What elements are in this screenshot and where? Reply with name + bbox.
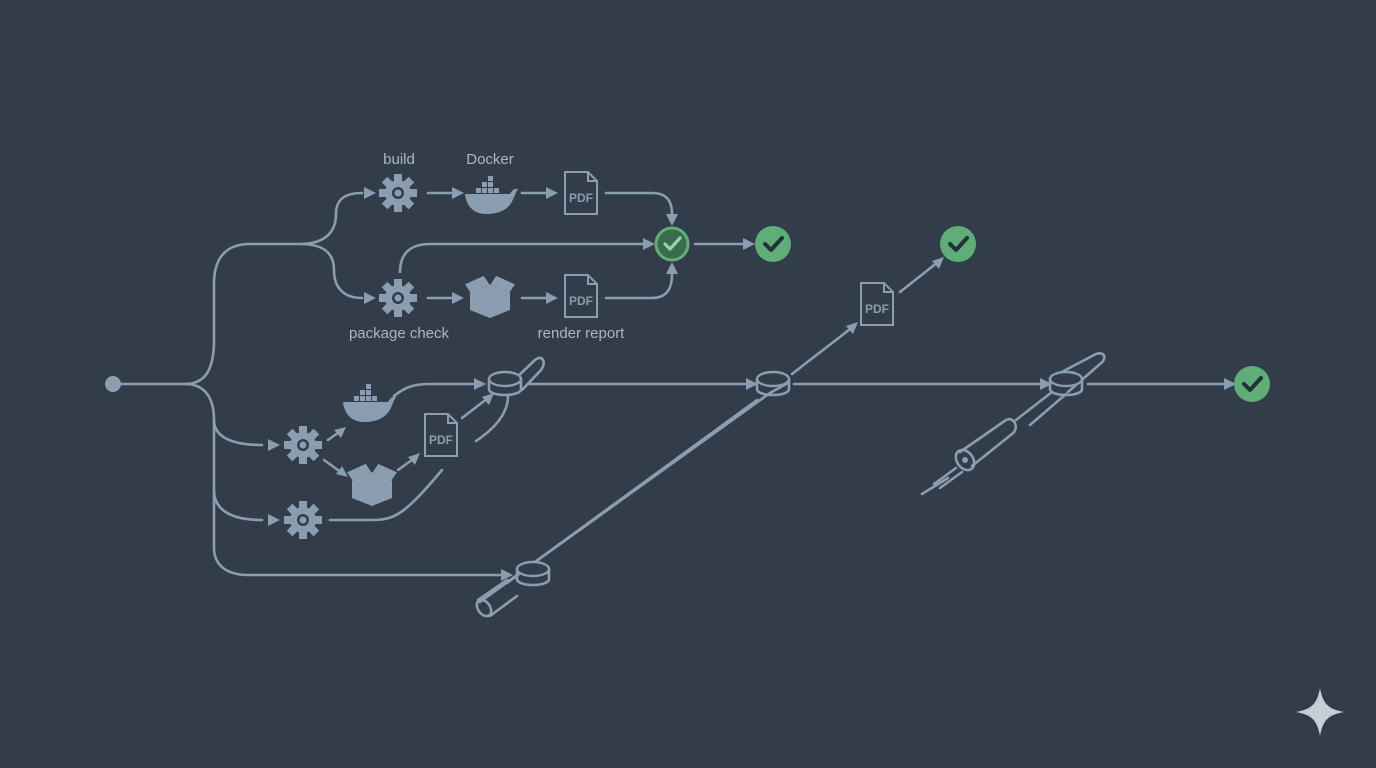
label-package-check: package check <box>349 325 450 342</box>
pipe-junction-icon[interactable] <box>515 560 551 587</box>
pdf-file-icon[interactable]: PDF <box>860 282 894 326</box>
pdf-file-icon[interactable]: PDF <box>564 171 598 215</box>
package-box-icon[interactable] <box>345 462 399 507</box>
check-circle-icon[interactable] <box>938 224 978 264</box>
sparkle-icon <box>1296 688 1344 736</box>
pdf-file-icon[interactable]: PDF <box>564 274 598 318</box>
merge-check-icon[interactable] <box>654 226 690 262</box>
gear-icon[interactable] <box>284 426 322 464</box>
pipes <box>475 352 1106 618</box>
pipe-junction-icon[interactable] <box>755 370 791 397</box>
label-build: build <box>383 151 415 168</box>
pdf-label: PDF <box>569 294 593 308</box>
package-box-icon[interactable] <box>463 274 517 319</box>
check-circle-icon[interactable] <box>1232 364 1272 404</box>
arrowheads <box>268 187 1236 581</box>
label-docker: Docker <box>466 151 514 168</box>
pdf-label: PDF <box>569 191 593 205</box>
docker-whale-icon[interactable] <box>465 176 518 214</box>
pdf-label: PDF <box>429 433 453 447</box>
pipe-junction-icon[interactable] <box>1048 370 1084 397</box>
check-circle-icon[interactable] <box>753 224 793 264</box>
gear-icon[interactable] <box>379 174 417 212</box>
pipe-junction-icon[interactable] <box>487 370 523 397</box>
gear-icon[interactable] <box>379 279 417 317</box>
pdf-label: PDF <box>865 302 889 316</box>
docker-whale-icon[interactable] <box>343 384 396 422</box>
label-render-report: render report <box>538 325 626 342</box>
pipe-junctions <box>487 370 1084 587</box>
pdf-file-icon[interactable]: PDF <box>424 413 458 457</box>
gear-icon[interactable] <box>284 501 322 539</box>
start-node[interactable] <box>105 376 121 392</box>
